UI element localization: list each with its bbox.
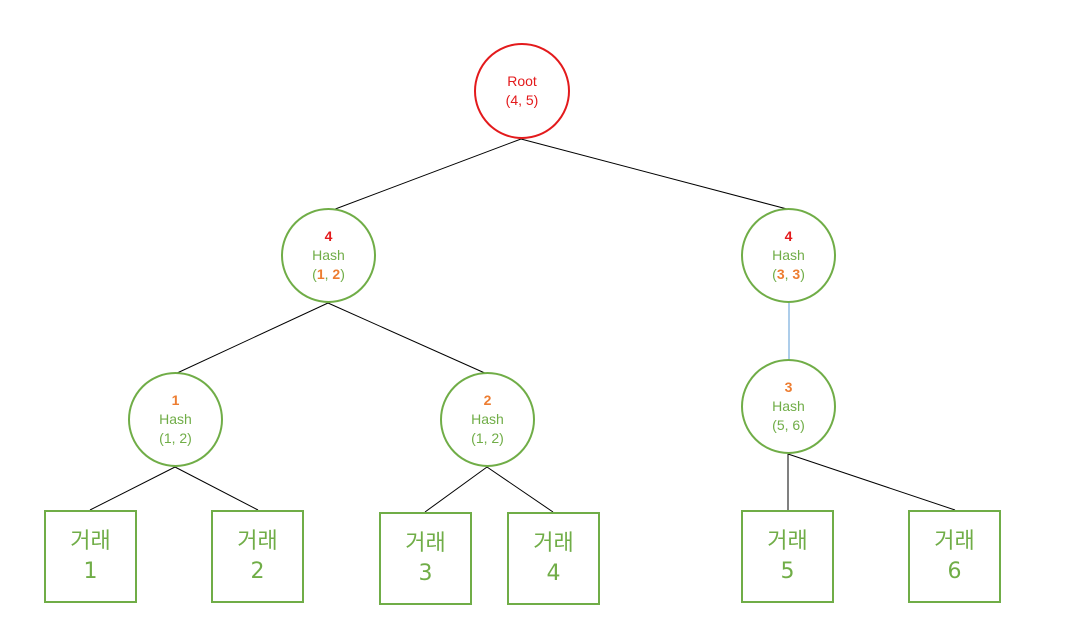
transaction-box-3: 거래 3 — [379, 512, 472, 605]
hash-label: Hash — [772, 398, 805, 414]
tx-number: 3 — [418, 560, 433, 586]
root-pair: (4, 5) — [505, 92, 539, 108]
hash-node-1: 1 Hash (1, 2) — [128, 372, 223, 467]
tx-number: 1 — [83, 558, 98, 584]
edge-left-hash-right — [327, 302, 488, 375]
hash-label: Hash — [312, 247, 345, 263]
transaction-box-1: 거래 1 — [44, 510, 137, 603]
hash-node-3: 3 Hash (5, 6) — [741, 359, 836, 454]
hash-pair: (5, 6) — [772, 417, 805, 433]
root-label: Root — [507, 73, 537, 89]
edge-hash2-tx3 — [424, 466, 488, 513]
edge-root-left — [329, 138, 522, 212]
tx-number: 6 — [947, 558, 962, 584]
edge-left-hash-left — [174, 302, 329, 375]
tx-word: 거래 — [767, 528, 808, 554]
edge-hash1-tx1 — [89, 466, 176, 511]
edge-hash1-tx2 — [174, 466, 259, 511]
tx-word: 거래 — [237, 528, 278, 554]
hash-node-number: 3 — [784, 379, 793, 395]
hash-node-2: 2 Hash (1, 2) — [440, 372, 535, 467]
transaction-box-4: 거래 4 — [507, 512, 600, 605]
tx-number: 2 — [250, 558, 265, 584]
transaction-box-6: 거래 6 — [908, 510, 1001, 603]
tx-word: 거래 — [533, 530, 574, 556]
hash-pair: (1, 2) — [159, 430, 192, 446]
hash-node-left: 4 Hash (1, 2) — [281, 208, 376, 303]
tx-number: 4 — [546, 560, 561, 586]
hash-label: Hash — [159, 411, 192, 427]
hash-pair: (1, 2) — [471, 430, 504, 446]
hash-label: Hash — [471, 411, 504, 427]
transaction-box-5: 거래 5 — [741, 510, 834, 603]
tx-number: 5 — [780, 558, 795, 584]
transaction-box-2: 거래 2 — [211, 510, 304, 603]
hash-node-right: 4 Hash (3, 3) — [741, 208, 836, 303]
hash-node-number: 2 — [483, 392, 492, 408]
edge-hash3-tx6 — [787, 453, 956, 511]
edge-hash2-tx4 — [486, 466, 554, 513]
hash-label: Hash — [772, 247, 805, 263]
hash-pair: (3, 3) — [772, 266, 805, 282]
hash-pair: (1, 2) — [312, 266, 345, 282]
tx-word: 거래 — [934, 528, 975, 554]
tx-word: 거래 — [70, 528, 111, 554]
hash-node-number: 4 — [784, 228, 793, 244]
root-node: Root (4, 5) — [474, 43, 570, 139]
edge-root-right — [520, 138, 788, 210]
hash-node-number: 4 — [324, 228, 333, 244]
hash-node-number: 1 — [171, 392, 180, 408]
tx-word: 거래 — [405, 530, 446, 556]
